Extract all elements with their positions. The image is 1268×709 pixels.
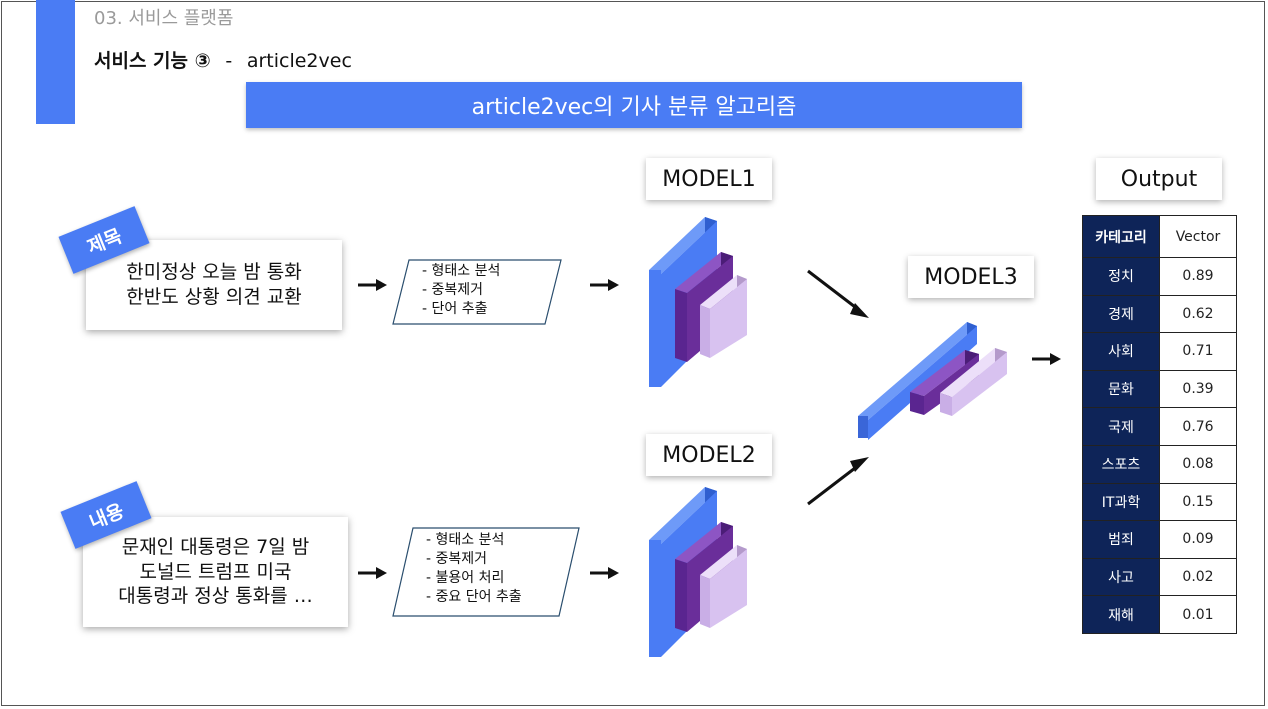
step-item: - 형태소 분석 [426,532,505,548]
model3-label: MODEL3 [908,256,1034,298]
arrow-right-icon [590,279,619,291]
subtitle-separator: - [225,50,233,72]
vector-cell: 0.08 [1159,444,1237,484]
body-steps: - 형태소 분석 - 중복제거 - 불용어 처리 - 중요 단어 추출 [426,531,522,607]
category-cell: 범죄 [1082,520,1160,559]
category-cell: IT과학 [1082,482,1160,522]
body-preprocess-box: - 형태소 분석 - 중복제거 - 불용어 처리 - 중요 단어 추출 [392,526,580,618]
model1-layers [649,217,747,387]
accent-bar [36,0,75,124]
parallelogram-shape [392,527,580,617]
subtitle-main: article2vec [246,50,352,72]
step-item: - 형태소 분석 [422,263,501,279]
arrow-right-icon [358,567,387,579]
arrow-down-right-icon [807,269,869,318]
vector-cell: 0.76 [1159,407,1237,446]
title-input-card: 한미정상 오늘 밤 통화 한반도 상황 의견 교환 [86,240,342,330]
vector-cell: 0.09 [1159,520,1237,559]
title-banner: article2vec의 기사 분류 알고리즘 [246,82,1022,128]
category-cell: 사고 [1082,557,1160,597]
category-cell: 국제 [1082,407,1160,446]
model2-layers [649,487,747,657]
subtitle-prefix: 서비스 기능 ③ [94,50,211,72]
category-cell: 정치 [1082,257,1160,296]
model3-layers [858,322,1007,440]
step-item: - 불용어 처리 [426,570,505,586]
title-steps: - 형태소 분석 - 중복제거 - 단어 추출 [422,262,500,319]
model2-label: MODEL2 [646,434,772,476]
arrow-up-right-icon [807,457,869,506]
step-item: - 단어 추출 [422,301,488,317]
table-header-row: 카테고리 Vector [1082,215,1237,258]
vector-cell: 0.89 [1159,257,1237,296]
vector-cell: 0.01 [1159,595,1237,634]
model1-label: MODEL1 [646,158,772,200]
category-cell: 문화 [1082,369,1160,409]
title-preprocess-box: - 형태소 분석 - 중복제거 - 단어 추출 [392,258,562,326]
category-cell: 사회 [1082,332,1160,371]
arrow-right-icon [590,567,619,579]
header-category: 카테고리 [1082,215,1160,258]
slide-subtitle: 서비스 기능 ③ - article2vec [94,46,352,73]
step-item: - 중복제거 [426,551,488,567]
category-cell: 스포츠 [1082,444,1160,484]
body-input-card: 문재인 대통령은 7일 밤 도널드 트럼프 미국 대통령과 정상 통화를 … [83,517,348,627]
category-cell: 경제 [1082,294,1160,334]
vector-cell: 0.39 [1159,369,1237,409]
output-label: Output [1096,158,1222,200]
header-vector: Vector [1159,215,1237,258]
vector-cell: 0.02 [1159,557,1237,597]
parallelogram-shape [392,259,562,325]
section-label: 03. 서비스 플랫폼 [94,8,234,29]
vector-cell: 0.71 [1159,332,1237,371]
arrow-right-icon [1032,353,1061,365]
step-item: - 중요 단어 추출 [426,589,522,605]
arrow-right-icon [358,279,387,291]
vector-cell: 0.62 [1159,294,1237,334]
step-item: - 중복제거 [422,282,484,298]
category-cell: 재해 [1082,595,1160,634]
vector-cell: 0.15 [1159,482,1237,522]
